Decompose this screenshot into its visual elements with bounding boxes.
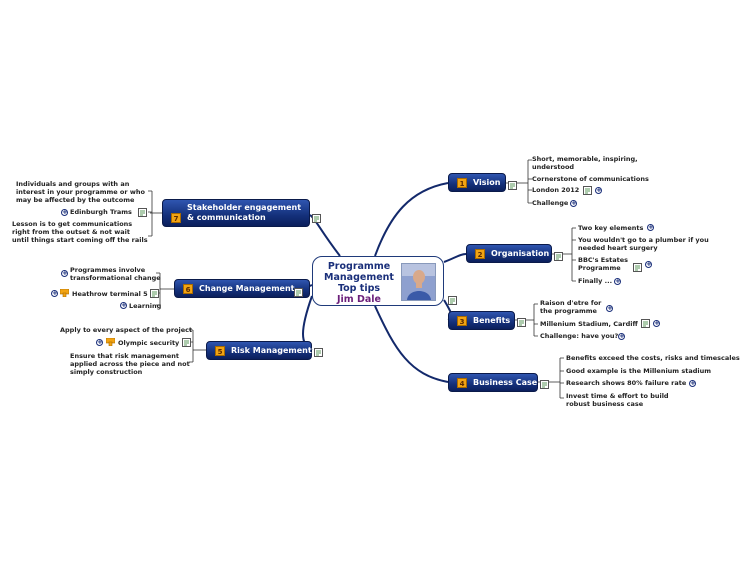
note-icon[interactable]	[540, 380, 549, 389]
topic-label: Organisation	[491, 249, 550, 258]
topic-number: 1	[457, 178, 467, 188]
topic-label: Benefits	[473, 316, 511, 325]
topic-label: Vision	[473, 178, 501, 187]
risk-item-3[interactable]: Ensure that risk management	[70, 352, 179, 360]
central-title-line1: Programme	[327, 261, 391, 272]
change-item-2[interactable]: Heathrow terminal 5	[72, 290, 148, 298]
vision-item-4[interactable]: Challenge	[532, 199, 569, 207]
business-case-item-4[interactable]: Invest time & effort to build	[566, 392, 669, 400]
business-case-item-1[interactable]: Benefits exceed the costs, risks and tim…	[566, 354, 740, 362]
thumbs-down-icon	[60, 289, 69, 297]
organisation-item-1[interactable]: Two key elements	[578, 224, 644, 232]
topic-number: 2	[475, 249, 485, 259]
stakeholder-item-2[interactable]: Edinburgh Trams	[70, 208, 132, 216]
note-icon[interactable]	[138, 208, 147, 217]
expand-plus-icon[interactable]: +	[61, 208, 68, 216]
expand-plus-icon[interactable]: +	[653, 319, 660, 327]
expand-plus-icon[interactable]: +	[647, 223, 654, 231]
expand-plus-icon[interactable]: +	[606, 304, 613, 312]
expand-plus-icon[interactable]: +	[120, 301, 127, 309]
benefits-item-3[interactable]: Challenge: have you?	[540, 332, 619, 340]
expand-plus-icon[interactable]: +	[51, 289, 58, 297]
topic-label: Stakeholder engagement & communication	[187, 203, 302, 222]
topic-change-management[interactable]: 6 Change Management	[174, 279, 310, 298]
expand-plus-icon[interactable]: +	[618, 332, 625, 340]
topic-label: Business Case	[473, 378, 538, 387]
organisation-item-4[interactable]: Finally ...	[578, 277, 613, 285]
risk-item-1[interactable]: Apply to every aspect of the project	[60, 326, 193, 334]
note-icon[interactable]	[312, 214, 321, 223]
organisation-item-3-cont: Programme	[578, 264, 621, 272]
risk-item-3-cont2: simply construction	[70, 368, 143, 376]
central-title: Programme Management Top tips Jim Dale	[319, 261, 399, 305]
risk-item-2[interactable]: Olympic security	[118, 339, 180, 347]
vision-item-2[interactable]: Cornerstone of communications	[532, 175, 649, 183]
stakeholder-item-3-cont2: until things start coming off the rails	[12, 236, 148, 244]
author-photo	[401, 263, 436, 301]
stakeholder-item-3-cont: right from the outset & not wait	[12, 228, 130, 236]
benefits-item-2[interactable]: Millenium Stadium, Cardiff	[540, 320, 638, 328]
expand-plus-icon[interactable]: +	[645, 260, 652, 268]
topic-vision[interactable]: 1 Vision	[448, 173, 506, 192]
note-icon[interactable]	[633, 263, 642, 272]
topic-number: 6	[183, 284, 193, 294]
topic-business-case[interactable]: 4 Business Case	[448, 373, 538, 392]
expand-plus-icon[interactable]: +	[61, 269, 68, 277]
benefits-item-1[interactable]: Raison d'etre for	[540, 299, 602, 307]
organisation-item-3[interactable]: BBC's Estates	[578, 256, 628, 264]
risk-item-3-cont: applied across the piece and not	[70, 360, 190, 368]
expand-plus-icon[interactable]: +	[595, 186, 602, 194]
stakeholder-item-1[interactable]: Individuals and groups with an	[16, 180, 130, 188]
business-case-item-2[interactable]: Good example is the Millenium stadium	[566, 367, 711, 375]
topic-number: 7	[171, 213, 181, 223]
topic-stakeholder-engagement[interactable]: 7 Stakeholder engagement & communication	[162, 199, 310, 227]
vision-item-1[interactable]: Short, memorable, inspiring,	[532, 155, 638, 163]
change-item-1-cont: transformational change	[70, 274, 161, 282]
note-icon[interactable]	[508, 181, 517, 190]
central-title-line3: Top tips	[337, 283, 381, 294]
note-icon[interactable]	[583, 186, 592, 195]
topic-benefits[interactable]: 3 Benefits	[448, 311, 515, 330]
expand-plus-icon[interactable]: +	[614, 277, 621, 285]
note-icon[interactable]	[182, 338, 191, 347]
business-case-item-3[interactable]: Research shows 80% failure rate	[566, 379, 687, 387]
note-icon[interactable]	[150, 289, 159, 298]
stakeholder-item-3[interactable]: Lesson is to get communications	[12, 220, 133, 228]
central-title-line2: Management	[324, 272, 394, 283]
note-icon[interactable]	[554, 252, 563, 261]
topic-organisation[interactable]: 2 Organisation	[466, 244, 552, 263]
topic-risk-management[interactable]: 5 Risk Management	[206, 341, 312, 360]
central-topic[interactable]: Programme Management Top tips Jim Dale	[312, 256, 444, 306]
business-case-item-4-cont: robust business case	[566, 400, 644, 408]
topic-number: 4	[457, 378, 467, 388]
vision-item-3[interactable]: London 2012	[532, 186, 580, 194]
vision-item-1-cont: understood	[532, 163, 575, 171]
change-item-3[interactable]: Learning	[129, 302, 162, 310]
note-icon[interactable]	[294, 288, 303, 297]
stakeholder-item-1-cont2: may be affected by the outcome	[16, 196, 135, 204]
note-icon[interactable]	[314, 348, 323, 357]
benefits-item-1-cont: the programme	[540, 307, 597, 315]
topic-number: 3	[457, 316, 467, 326]
topic-number: 5	[215, 346, 225, 356]
central-author: Jim Dale	[337, 294, 381, 305]
expand-plus-icon[interactable]: +	[96, 338, 103, 346]
topic-label: Risk Management	[231, 346, 312, 355]
expand-plus-icon[interactable]: +	[570, 199, 577, 207]
person-photo-icon	[402, 264, 435, 300]
change-item-1[interactable]: Programmes involve	[70, 266, 146, 274]
thumbs-down-icon	[106, 338, 115, 346]
expand-plus-icon[interactable]: +	[689, 379, 696, 387]
note-icon[interactable]	[517, 318, 526, 327]
stakeholder-item-1-cont: interest in your programme or who	[16, 188, 145, 196]
topic-label: Change Management	[199, 284, 295, 293]
organisation-item-2[interactable]: You wouldn't go to a plumber if you	[578, 236, 709, 244]
note-icon[interactable]	[641, 319, 650, 328]
note-icon[interactable]	[448, 296, 457, 305]
organisation-item-2-cont: needed heart surgery	[578, 244, 658, 252]
